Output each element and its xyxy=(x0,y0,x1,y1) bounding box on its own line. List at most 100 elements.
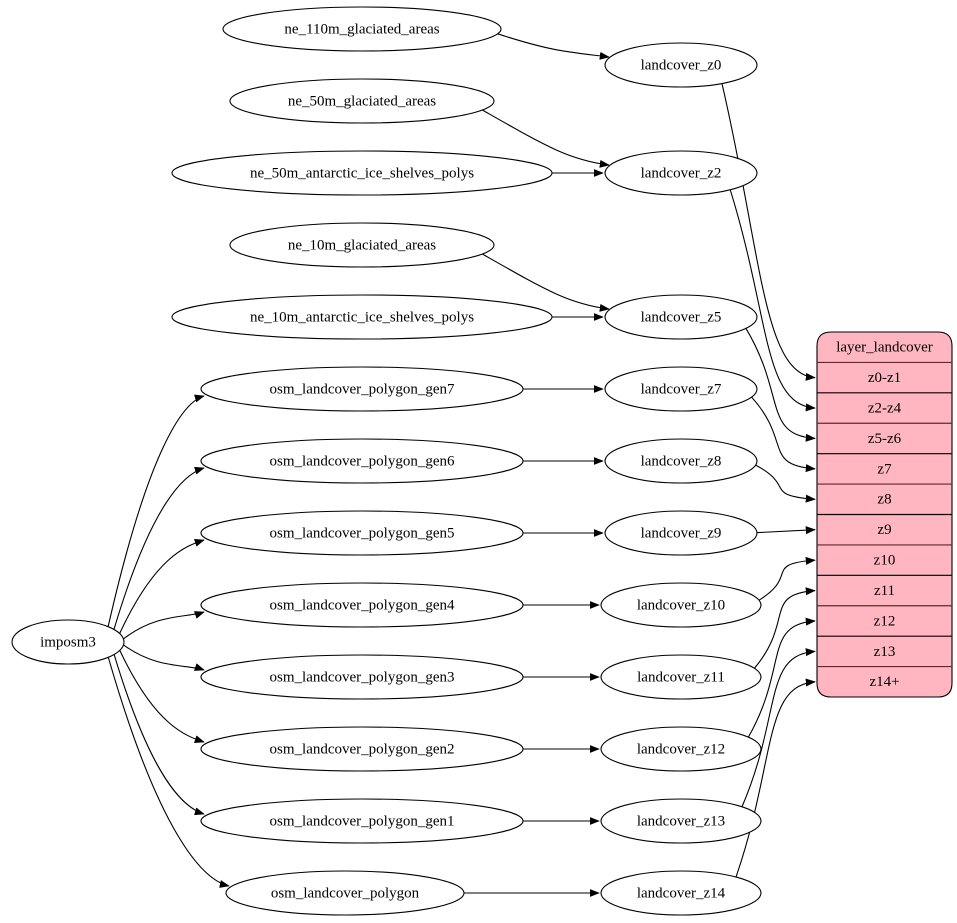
record-row-label: z10 xyxy=(874,553,896,569)
node-ne-1[interactable]: ne_50m_glaciated_areas xyxy=(229,78,495,124)
ellipse-shape xyxy=(229,222,495,268)
node-label: landcover_z0 xyxy=(641,57,722,73)
node-label: landcover_z14 xyxy=(637,885,726,901)
record-row-label: z13 xyxy=(874,644,896,660)
ellipse-shape xyxy=(200,798,524,844)
edge-12 xyxy=(107,657,230,888)
edge-23 xyxy=(745,328,816,442)
edge-11 xyxy=(113,654,205,816)
node-osm-1[interactable]: osm_landcover_polygon_gen6 xyxy=(200,438,524,484)
node-osm-2[interactable]: osm_landcover_polygon_gen5 xyxy=(200,510,524,556)
record-row-8[interactable]: z12 xyxy=(817,606,952,636)
record-row-5[interactable]: z9 xyxy=(817,515,952,545)
node-landcover-0[interactable]: landcover_z0 xyxy=(604,42,758,88)
node-label: osm_landcover_polygon_gen3 xyxy=(270,669,455,685)
record-row-0[interactable]: z0-z1 xyxy=(817,362,952,392)
node-label: osm_landcover_polygon_gen6 xyxy=(270,453,455,469)
node-label: landcover_z2 xyxy=(641,165,722,181)
node-label: imposm3 xyxy=(40,634,96,650)
node-landcover-7[interactable]: landcover_z11 xyxy=(600,654,762,700)
node-ne-0[interactable]: ne_110m_glaciated_areas xyxy=(222,6,502,52)
record-row-3[interactable]: z7 xyxy=(817,454,952,484)
node-osm-0[interactable]: osm_landcover_polygon_gen7 xyxy=(200,366,524,412)
ellipse-shape xyxy=(200,582,524,628)
ellipse-shape xyxy=(200,654,524,700)
node-ne-2[interactable]: ne_50m_antarctic_ice_shelves_polys xyxy=(171,150,553,196)
record-row-label: z14+ xyxy=(869,674,899,690)
node-label: ne_50m_antarctic_ice_shelves_polys xyxy=(250,165,474,181)
record-row-10[interactable]: z14+ xyxy=(817,667,952,697)
node-osm-5[interactable]: osm_landcover_polygon_gen2 xyxy=(200,726,524,772)
node-label: osm_landcover_polygon_gen2 xyxy=(270,741,455,757)
node-ne-3[interactable]: ne_10m_glaciated_areas xyxy=(229,222,495,268)
node-label: osm_landcover_polygon_gen5 xyxy=(270,525,455,541)
node-landcover-10[interactable]: landcover_z14 xyxy=(600,870,762,916)
record-row-1[interactable]: z2-z4 xyxy=(817,393,952,423)
record-row-label: z11 xyxy=(874,583,895,599)
ellipse-shape xyxy=(604,510,758,556)
record-row-7[interactable]: z11 xyxy=(817,575,952,605)
node-label: ne_110m_glaciated_areas xyxy=(284,21,439,37)
record-row-2[interactable]: z5-z6 xyxy=(817,423,952,453)
node-landcover-3[interactable]: landcover_z7 xyxy=(604,366,758,412)
node-label: landcover_z5 xyxy=(641,309,722,325)
node-label: landcover_z12 xyxy=(637,741,725,757)
node-source-0[interactable]: imposm3 xyxy=(11,619,125,665)
record-row-4[interactable]: z8 xyxy=(817,484,952,514)
node-osm-6[interactable]: osm_landcover_polygon_gen1 xyxy=(200,798,524,844)
node-landcover-6[interactable]: landcover_z10 xyxy=(600,582,762,628)
record-row-9[interactable]: z13 xyxy=(817,636,952,666)
edge-10 xyxy=(119,650,205,743)
edge-6 xyxy=(113,466,205,630)
edge-8 xyxy=(123,611,205,640)
node-osm-4[interactable]: osm_landcover_polygon_gen3 xyxy=(200,654,524,700)
node-ne-4[interactable]: ne_10m_antarctic_ice_shelves_polys xyxy=(171,294,553,340)
edge-9 xyxy=(123,644,205,671)
node-label: ne_10m_glaciated_areas xyxy=(288,237,436,253)
edge-0 xyxy=(497,33,610,60)
node-landcover-1[interactable]: landcover_z2 xyxy=(604,150,758,196)
node-osm-7[interactable]: osm_landcover_polygon xyxy=(225,870,465,916)
edge-30 xyxy=(741,648,816,807)
node-label: osm_landcover_polygon_gen4 xyxy=(270,597,455,613)
node-label: landcover_z13 xyxy=(637,813,725,829)
edge-22 xyxy=(729,189,816,412)
edge-5 xyxy=(107,394,205,627)
node-osm-3[interactable]: osm_landcover_polygon_gen4 xyxy=(200,582,524,628)
ellipse-shape xyxy=(600,870,762,916)
node-label: landcover_z10 xyxy=(637,597,725,613)
node-landcover-8[interactable]: landcover_z12 xyxy=(600,726,762,772)
edge-25 xyxy=(755,464,816,503)
ellipse-shape xyxy=(604,42,758,88)
node-label: osm_landcover_polygon xyxy=(271,885,420,901)
node-landcover-2[interactable]: landcover_z5 xyxy=(604,294,758,340)
ellipse-shape xyxy=(200,510,524,556)
ellipse-shape xyxy=(604,294,758,340)
ellipse-shape xyxy=(11,619,125,665)
ellipse-shape xyxy=(604,366,758,412)
node-label: ne_50m_glaciated_areas xyxy=(288,93,436,109)
ellipse-shape xyxy=(171,150,553,196)
record-row-6[interactable]: z10 xyxy=(817,545,952,575)
edge-24 xyxy=(751,396,816,473)
record-row-label: z8 xyxy=(877,492,891,508)
record-row-label: z12 xyxy=(874,613,896,629)
ellipse-shape xyxy=(600,582,762,628)
edge-layer xyxy=(107,33,816,897)
record-row-label: z9 xyxy=(877,522,891,538)
edge-29 xyxy=(747,617,816,738)
node-landcover-9[interactable]: landcover_z13 xyxy=(600,798,762,844)
edge-31 xyxy=(735,678,816,878)
record-node-layer: layer_landcoverz0-z1z2-z4z5-z6z7z8z9z10z… xyxy=(816,331,953,698)
record-row-label: z0-z1 xyxy=(868,370,901,386)
ellipse-shape xyxy=(604,438,758,484)
node-landcover-4[interactable]: landcover_z8 xyxy=(604,438,758,484)
edge-28 xyxy=(754,587,816,669)
ellipse-shape xyxy=(225,870,465,916)
node-landcover-5[interactable]: landcover_z9 xyxy=(604,510,758,556)
ellipse-shape xyxy=(600,798,762,844)
node-label: landcover_z9 xyxy=(641,525,722,541)
ellipse-shape xyxy=(600,726,762,772)
